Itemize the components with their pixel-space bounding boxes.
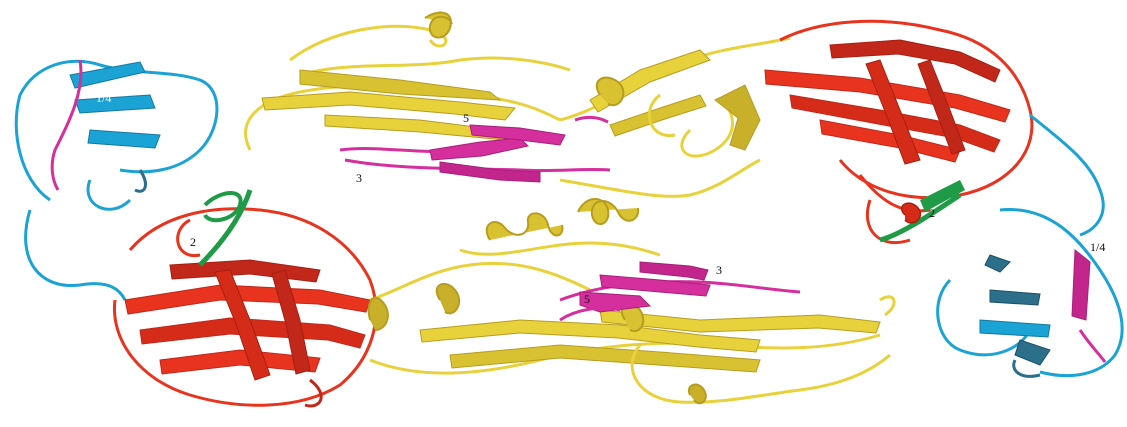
label-left-2: 2 — [190, 236, 196, 248]
label-right-2: 2 — [929, 207, 935, 219]
top-right-red-domain — [765, 21, 1032, 242]
label-top-3: 3 — [356, 172, 362, 184]
label-top-5: 5 — [463, 112, 469, 124]
top-yellow-domain — [246, 13, 790, 225]
bottom-left-green-loop — [200, 190, 250, 265]
label-bottom-5: 5 — [584, 293, 590, 305]
bottom-magenta-strands — [560, 262, 800, 320]
label-bottom-3: 3 — [716, 264, 722, 276]
label-right-1-4: 1/4 — [1090, 241, 1105, 253]
bottom-left-red-domain — [114, 209, 375, 406]
label-left-1-4: 1/4 — [96, 92, 111, 104]
